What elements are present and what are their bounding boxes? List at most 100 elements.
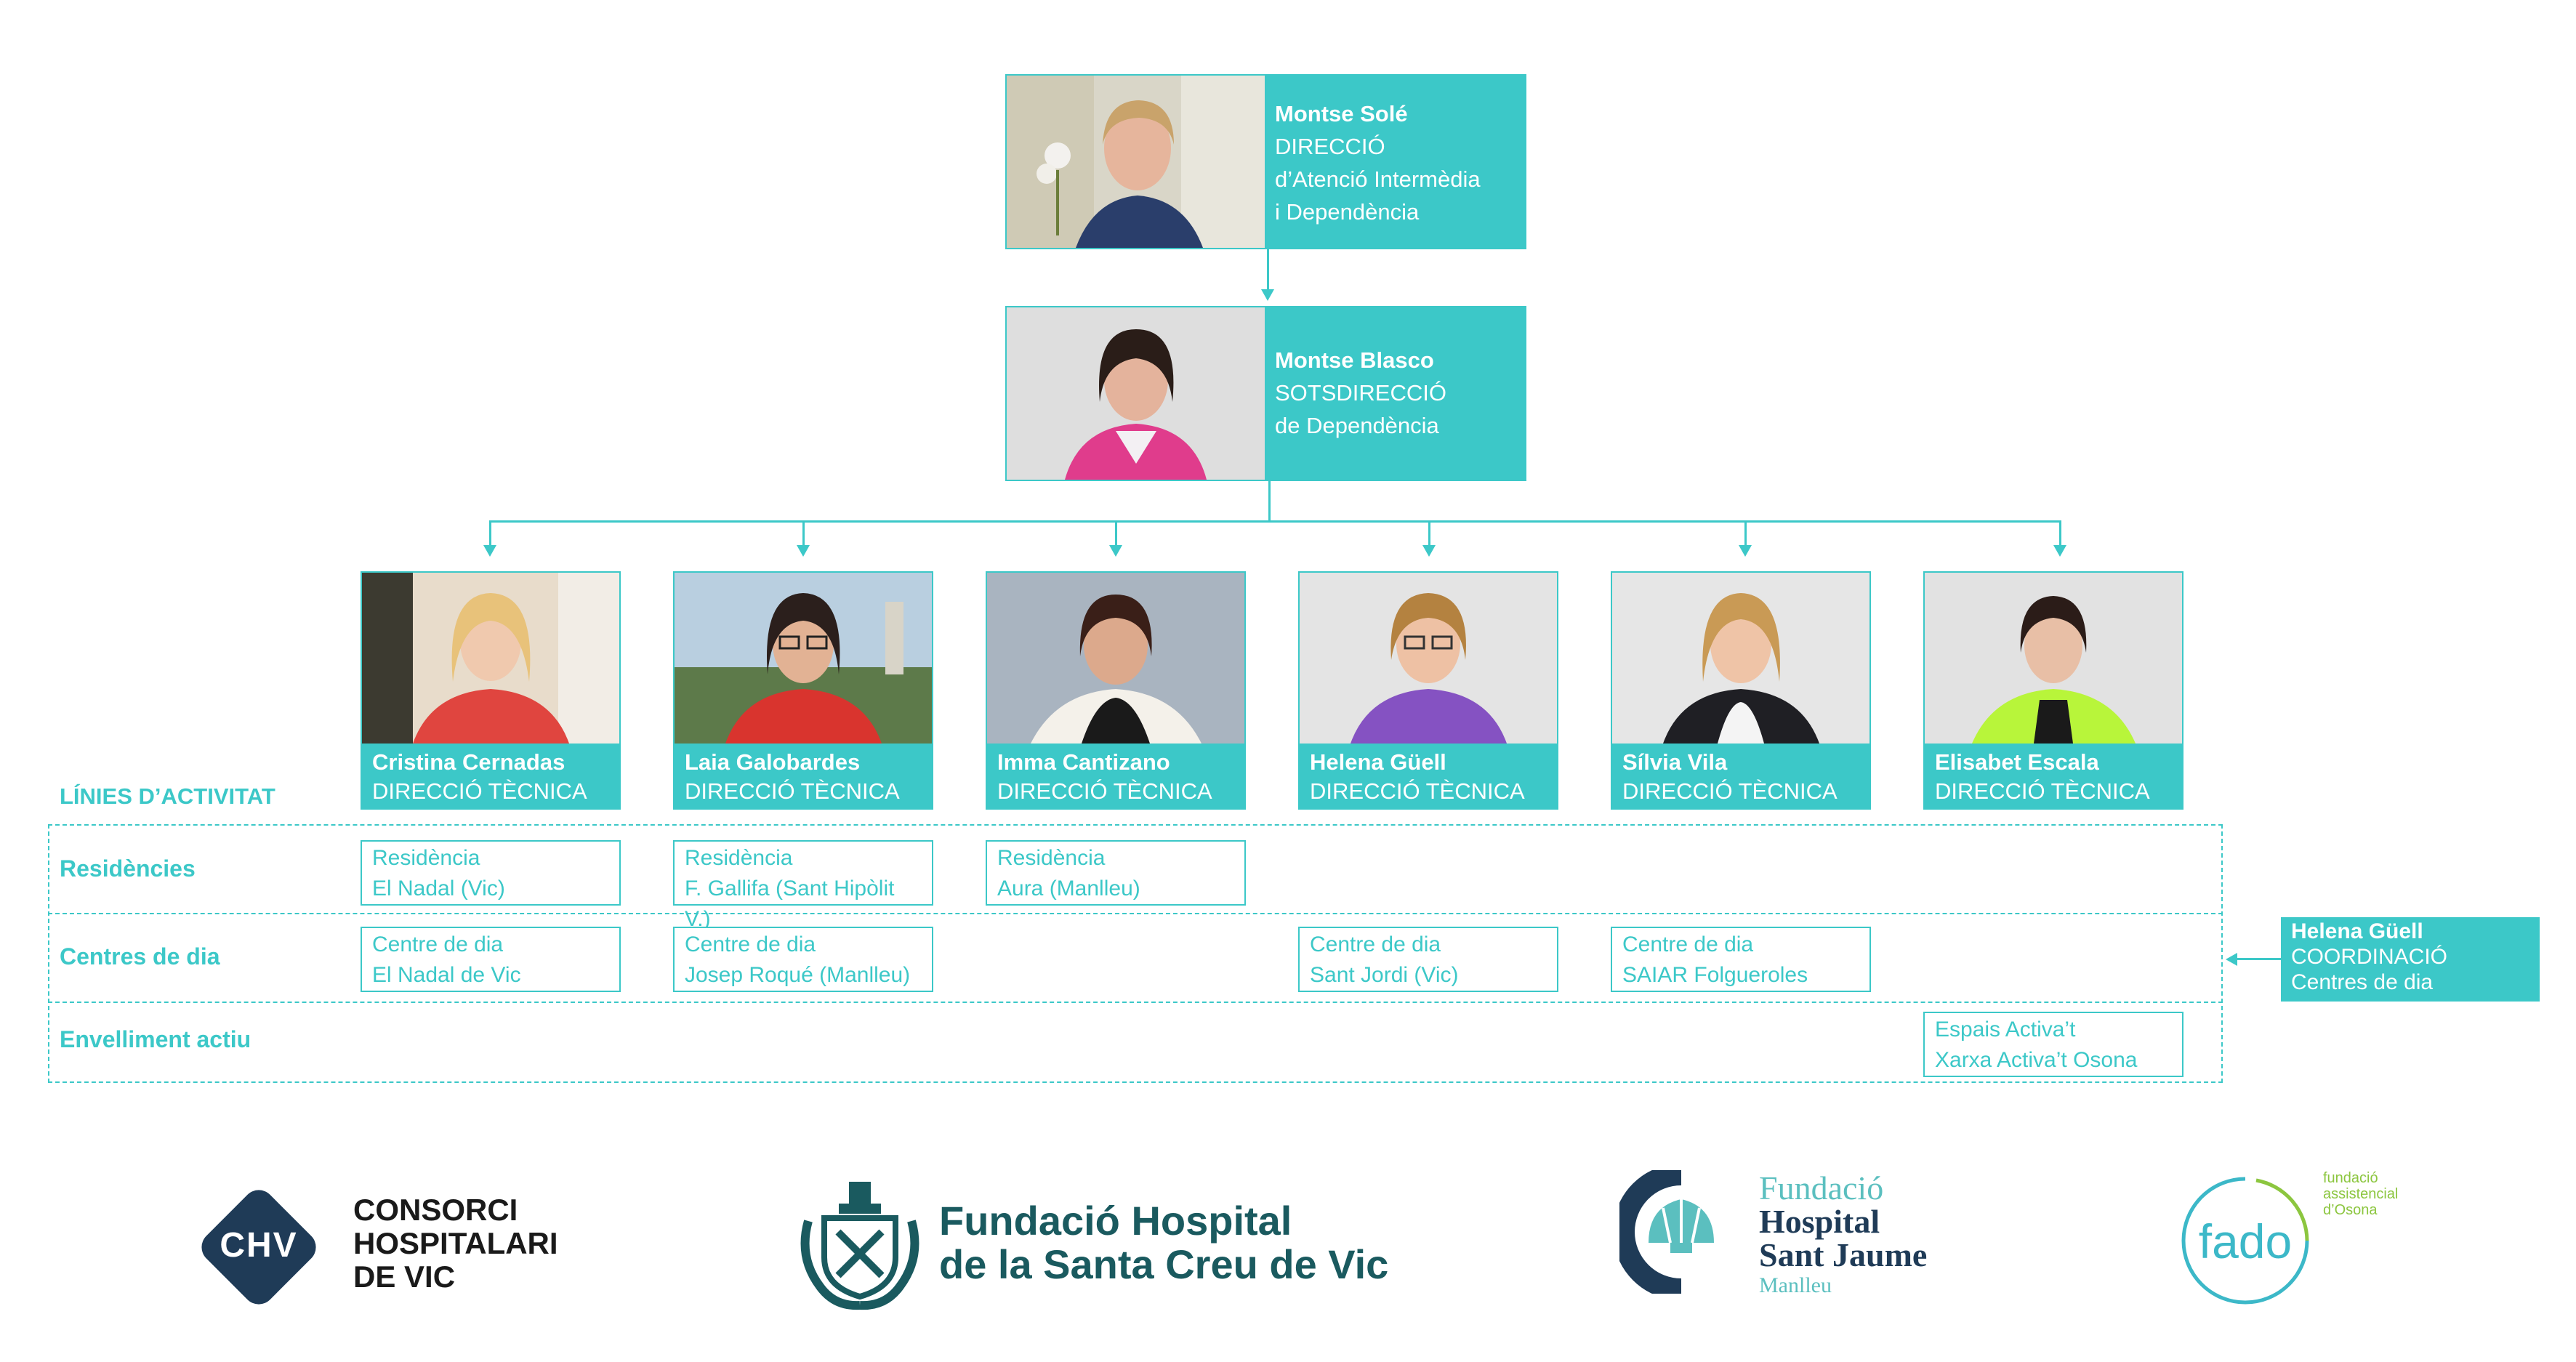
cell-residencia-el-nadal: Residència El Nadal (Vic): [361, 840, 621, 906]
fhsj-logo-text: Fundació Hospital Sant Jaume Manlleu: [1759, 1172, 1927, 1299]
cell-centre-sant-jordi: Centre de dia Sant Jordi (Vic): [1298, 927, 1558, 992]
second-photo: [1007, 307, 1265, 480]
cell-l1: Residència: [997, 846, 1106, 870]
coordination-name: Helena Güell: [2291, 919, 2423, 943]
fhsj-line-3: Sant Jaume: [1759, 1236, 1928, 1273]
cell-l1: Residència: [685, 846, 793, 870]
second-role-1: SOTSDIRECCIÓ: [1275, 380, 1446, 406]
arrow-6: [2053, 545, 2066, 557]
manager-info-3: Imma Cantizano DIRECCIÓ TÈCNICA: [987, 744, 1244, 808]
manager-role-2: DIRECCIÓ TÈCNICA: [685, 778, 900, 804]
cell-residencia-aura: Residència Aura (Manlleu): [986, 840, 1246, 906]
chv-line-2: HOSPITALARI: [353, 1226, 558, 1260]
connector-top-second: [1267, 249, 1269, 291]
manager-role-5: DIRECCIÓ TÈCNICA: [1622, 778, 1838, 804]
manager-name-4: Helena Güell: [1310, 749, 1446, 775]
top-name: Montse Solé: [1275, 101, 1408, 126]
manager-photo-6: [1925, 573, 2182, 744]
fhsc-logo-text: Fundació Hospital de la Santa Creu de Vi…: [939, 1199, 1388, 1286]
manager-photo-5: [1612, 573, 1869, 744]
coordination-arrow: [2226, 953, 2237, 966]
drop-6: [2059, 520, 2061, 548]
fado-logo-mark: fado: [2176, 1172, 2314, 1310]
row-label-centres-de-dia: Centres de dia: [60, 943, 220, 970]
grid-divider-1: [48, 913, 2223, 914]
manager-info-4: Helena Güell DIRECCIÓ TÈCNICA: [1300, 744, 1557, 808]
cell-l2: El Nadal (Vic): [372, 877, 505, 900]
manager-photo-2: [675, 573, 932, 744]
arrow-3: [1109, 545, 1122, 557]
manager-name-2: Laia Galobardes: [685, 749, 861, 775]
manager-photo-4: [1300, 573, 1557, 744]
coordination-connector: [2236, 958, 2281, 960]
second-name: Montse Blasco: [1275, 347, 1434, 373]
chv-logo-text: CONSORCI HOSPITALARI DE VIC: [353, 1193, 558, 1294]
lines-title: LÍNIES D’ACTIVITAT: [60, 783, 275, 809]
fhsj-logo-mark: [1613, 1164, 1743, 1300]
cell-centre-saiar: Centre de dia SAIAR Folgueroles: [1611, 927, 1871, 992]
cell-l2: F. Gallifa (Sant Hipòlit V.): [685, 877, 895, 931]
manager-info-6: Elisabet Escala DIRECCIÓ TÈCNICA: [1925, 744, 2182, 808]
manager-info-1: Cristina Cernadas DIRECCIÓ TÈCNICA: [362, 744, 619, 808]
cell-l2: Aura (Manlleu): [997, 877, 1140, 900]
manager-card-4: [1298, 571, 1558, 810]
fado-line-2: assistencial: [2323, 1186, 2399, 1202]
fado-line-1: fundació: [2323, 1170, 2378, 1186]
chv-logo-mark: CHV: [195, 1183, 323, 1311]
top-card: [1005, 74, 1526, 249]
manager-card-5: [1611, 571, 1871, 810]
second-role-2: de Dependència: [1275, 413, 1439, 438]
fhsj-line-2: Hospital: [1759, 1203, 1880, 1240]
drop-1: [489, 520, 491, 548]
cell-l2: Josep Roqué (Manlleu): [685, 963, 911, 987]
cell-l2: SAIAR Folgueroles: [1622, 963, 1808, 987]
arrow-4: [1422, 545, 1436, 557]
row-label-envelliment-actiu: Envelliment actiu: [60, 1026, 251, 1052]
fhsc-line-2: de la Santa Creu de Vic: [939, 1241, 1389, 1287]
top-role-1: DIRECCIÓ: [1275, 134, 1385, 159]
manager-card-1: [361, 571, 621, 810]
manager-card-3: [986, 571, 1246, 810]
manager-name-6: Elisabet Escala: [1935, 749, 2099, 775]
manager-photo-1: [362, 573, 619, 744]
connector-second-down: [1268, 481, 1271, 522]
top-photo: [1007, 76, 1265, 248]
activity-grid: [48, 824, 2223, 1083]
fado-logo-text: fundació assistencial d’Osona: [2323, 1170, 2398, 1218]
coordination-role-2: Centres de dia: [2291, 970, 2434, 994]
drop-4: [1428, 520, 1430, 548]
cell-l1: Centre de dia: [1622, 932, 1754, 956]
arrow-top-second: [1261, 289, 1274, 301]
chv-line-3: DE VIC: [353, 1260, 456, 1294]
drop-5: [1744, 520, 1747, 548]
manager-info-5: Sílvia Vila DIRECCIÓ TÈCNICA: [1612, 744, 1869, 808]
cell-residencia-f-gallifa: Residència F. Gallifa (Sant Hipòlit V.): [673, 840, 933, 931]
fhsc-logo-mark: [798, 1177, 922, 1315]
chv-line-1: CONSORCI: [353, 1193, 518, 1227]
manager-role-3: DIRECCIÓ TÈCNICA: [997, 778, 1212, 804]
manager-role-1: DIRECCIÓ TÈCNICA: [372, 778, 587, 804]
top-info: Montse Solé DIRECCIÓ d’Atenció Intermèdi…: [1265, 76, 1525, 248]
cell-centre-josep-roque: Centre de dia Josep Roqué (Manlleu): [673, 927, 933, 992]
manager-name-5: Sílvia Vila: [1622, 749, 1728, 775]
connector-horizontal: [489, 520, 2061, 523]
arrow-2: [797, 545, 810, 557]
second-card: [1005, 306, 1526, 481]
grid-divider-2: [48, 1002, 2223, 1003]
manager-role-6: DIRECCIÓ TÈCNICA: [1935, 778, 2150, 804]
row-label-residencies: Residències: [60, 855, 196, 882]
drop-3: [1115, 520, 1117, 548]
manager-role-4: DIRECCIÓ TÈCNICA: [1310, 778, 1525, 804]
cell-l2: Xarxa Activa’t Osona: [1935, 1048, 2138, 1072]
coordination-role-1: COORDINACIÓ: [2291, 945, 2448, 969]
manager-photo-3: [987, 573, 1244, 744]
cell-l1: Centre de dia: [1310, 932, 1441, 956]
fado-line-3: d’Osona: [2323, 1202, 2378, 1218]
fado-mark-text: fado: [2198, 1214, 2293, 1268]
manager-name-1: Cristina Cernadas: [372, 749, 565, 775]
manager-info-2: Laia Galobardes DIRECCIÓ TÈCNICA: [675, 744, 932, 808]
cell-l2: El Nadal de Vic: [372, 963, 521, 987]
second-info: Montse Blasco SOTSDIRECCIÓ de Dependènci…: [1265, 307, 1525, 480]
cell-l1: Centre de dia: [685, 932, 816, 956]
cell-centre-el-nadal: Centre de dia El Nadal de Vic: [361, 927, 621, 992]
